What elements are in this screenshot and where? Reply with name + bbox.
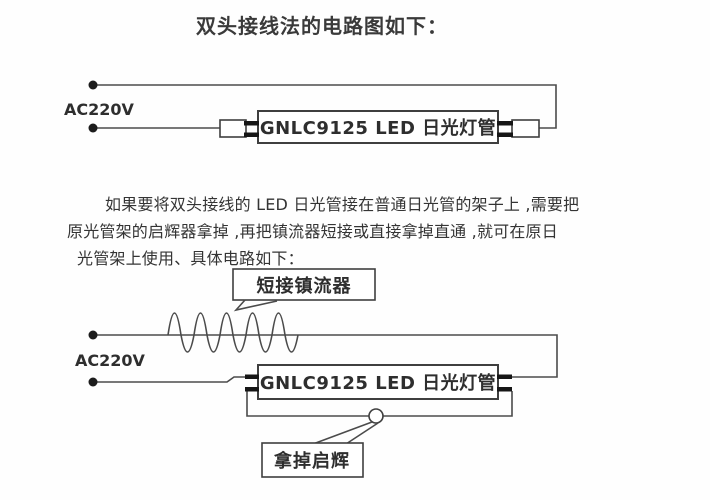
starter-callout-pointer	[312, 421, 379, 445]
removed-starter-circle	[368, 408, 384, 424]
top-circuit-live-wire	[93, 84, 557, 129]
tube-pin	[497, 132, 513, 137]
starter-callout-label: 拿掉启辉	[273, 450, 350, 472]
tube-pin	[244, 132, 259, 137]
tube-pin	[497, 374, 512, 379]
led-tube-body-top	[257, 110, 499, 144]
tube-pin	[497, 387, 512, 392]
terminal-dot	[88, 330, 98, 340]
bottom-circuit-live-wire	[93, 334, 558, 378]
starter-callout-box	[261, 442, 364, 478]
ac-source-label-top: AC220V	[64, 100, 135, 119]
page-title: 双头接线法的电路图如下：	[196, 14, 448, 38]
tube-pin	[245, 374, 259, 379]
tube-model-label-top: GNLC9125 LED 日光灯管	[260, 117, 496, 139]
instruction-text-line-1: 如果要将双头接线的 LED 日光管接在普通日光管的架子上 ,需要把	[105, 195, 580, 214]
ballast-callout-tail	[233, 299, 278, 312]
ballast-callout-label: 短接镇流器	[257, 275, 352, 297]
lamp-holder-cap-right	[511, 119, 540, 138]
ballast-coil-symbol	[167, 312, 299, 353]
tube-pin	[244, 121, 259, 126]
terminal-dot	[88, 80, 98, 90]
tube-model-label-bottom: GNLC9125 LED 日光灯管	[260, 372, 496, 394]
ac-source-label-bottom: AC220V	[75, 351, 146, 370]
bottom-circuit-neutral-wire	[93, 376, 246, 383]
tube-pin	[497, 121, 513, 126]
lamp-holder-cap-left	[219, 119, 247, 138]
instruction-text-line-2: 原光管架的启辉器拿掉 ,再把镇流器短接或直接拿掉直通 ,就可在原日	[67, 222, 558, 241]
terminal-dot	[88, 123, 98, 133]
instruction-text-line-3: 光管架上使用、具体电路如下：	[77, 249, 304, 268]
led-tube-body-bottom	[257, 364, 499, 400]
top-circuit: AC220V GNLC9125 LED 日光灯管	[64, 80, 557, 144]
tube-pin	[245, 387, 259, 392]
terminal-dot	[88, 377, 98, 387]
ballast-callout-box	[232, 268, 376, 301]
bottom-circuit: AC220V GNLC9125 LED 日光灯管 拿掉启辉 短接镇流器	[75, 268, 558, 478]
